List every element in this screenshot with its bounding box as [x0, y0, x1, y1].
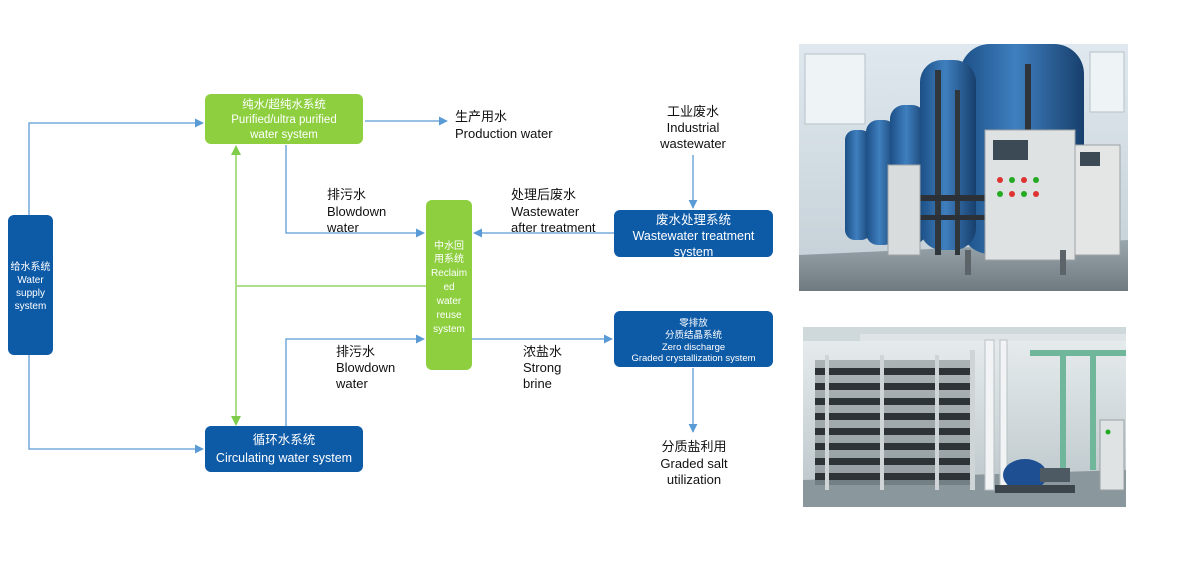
green-arrowhead-down — [231, 416, 241, 426]
strong-brine-zh: 浓盐水 — [523, 344, 562, 359]
graded-salt-en-2: utilization — [667, 472, 721, 487]
purified-en-1: Purified/ultra purified — [231, 114, 336, 126]
membrane-rack — [815, 350, 975, 490]
green-arrowhead-up — [231, 145, 241, 155]
label-strong-brine: 浓盐水 Strong brine — [523, 344, 562, 391]
connectors — [28, 116, 698, 454]
water-supply-en-3: system — [15, 301, 47, 312]
node-zero-discharge-system: 零排放 分质结晶系统 Zero discharge Graded crystal… — [614, 311, 773, 367]
blowdown-upper-en-2: water — [326, 220, 359, 235]
water-supply-en-1: Water — [17, 275, 44, 286]
blowdown-lower-zh: 排污水 — [336, 344, 375, 359]
purified-en-2: water system — [249, 129, 318, 141]
reclaimed-en-4: reuse — [436, 310, 461, 321]
photo-water-treatment-tanks — [799, 44, 1128, 291]
industrial-wastewater-en-1: Industrial — [667, 120, 720, 135]
circulating-zh: 循环水系统 — [253, 433, 316, 447]
reclaimed-en-5: system — [433, 324, 465, 335]
blowdown-lower-en-2: water — [335, 376, 368, 391]
wastewater-after-en-2: after treatment — [511, 220, 596, 235]
production-water-zh: 生产用水 — [455, 109, 507, 124]
node-wastewater-treatment-system: 废水处理系统 Wastewater treatment system — [614, 210, 773, 259]
industrial-wastewater-en-2: wastewater — [659, 136, 726, 151]
wastewater-after-en-1: Wastewater — [511, 204, 580, 219]
blowdown-upper-en-1: Blowdown — [327, 204, 386, 219]
label-graded-salt-utilization: 分质盐利用 Graded salt utilization — [660, 439, 728, 487]
photo-membrane-system — [803, 327, 1126, 507]
production-water-en: Production water — [455, 126, 553, 141]
wastewater-treatment-zh: 废水处理系统 — [656, 212, 731, 227]
purified-zh: 纯水/超纯水系统 — [242, 97, 326, 111]
zero-discharge-zh-2: 分质结晶系统 — [665, 329, 723, 341]
graded-salt-zh: 分质盐利用 — [661, 439, 726, 454]
water-supply-zh: 给水系统 — [11, 260, 51, 273]
label-blowdown-lower: 排污水 Blowdown water — [335, 344, 395, 391]
industrial-wastewater-zh: 工业废水 — [667, 104, 719, 119]
node-circulating-water-system: 循环水系统 Circulating water system — [205, 426, 363, 472]
node-purified-water-system: 纯水/超纯水系统 Purified/ultra purified water s… — [205, 94, 363, 144]
strong-brine-en-1: Strong — [523, 360, 561, 375]
reclaimed-en-1: Reclaim — [431, 268, 467, 279]
reclaimed-en-3: water — [436, 296, 462, 307]
zero-discharge-en-1: Zero discharge — [662, 342, 725, 353]
label-wastewater-after-treatment: 处理后废水 Wastewater after treatment — [511, 187, 596, 235]
graded-salt-en-1: Graded salt — [660, 456, 728, 471]
zero-discharge-zh-1: 零排放 — [679, 317, 708, 329]
arrow-blowdown-upper — [285, 145, 425, 238]
wastewater-treatment-en-2: system — [674, 245, 714, 259]
node-reclaimed-water-reuse-system: 中水回 用系统 Reclaim ed water reuse system — [426, 200, 472, 370]
reclaimed-en-2: ed — [443, 282, 454, 293]
wastewater-after-zh: 处理后废水 — [511, 187, 576, 202]
reclaimed-zh-2: 用系统 — [434, 252, 464, 265]
arrow-supply-to-purified — [28, 118, 204, 215]
zero-discharge-en-2: Graded crystallization system — [631, 353, 755, 364]
node-water-supply-system: 给水系统 Water supply system — [8, 215, 53, 355]
blowdown-lower-en-1: Blowdown — [336, 360, 395, 375]
water-supply-en-2: supply — [16, 288, 45, 299]
label-industrial-wastewater: 工业废水 Industrial wastewater — [659, 104, 726, 151]
reclaimed-zh-1: 中水回 — [434, 239, 464, 252]
label-production-water: 生产用水 Production water — [455, 109, 553, 141]
arrow-supply-to-circulating — [28, 355, 204, 454]
blowdown-upper-zh: 排污水 — [327, 187, 366, 202]
arrow-blowdown-lower — [285, 334, 425, 426]
label-blowdown-upper: 排污水 Blowdown water — [326, 187, 386, 235]
wastewater-treatment-en-1: Wastewater treatment — [633, 229, 755, 243]
circulating-en: Circulating water system — [216, 451, 352, 465]
strong-brine-en-2: brine — [523, 376, 552, 391]
